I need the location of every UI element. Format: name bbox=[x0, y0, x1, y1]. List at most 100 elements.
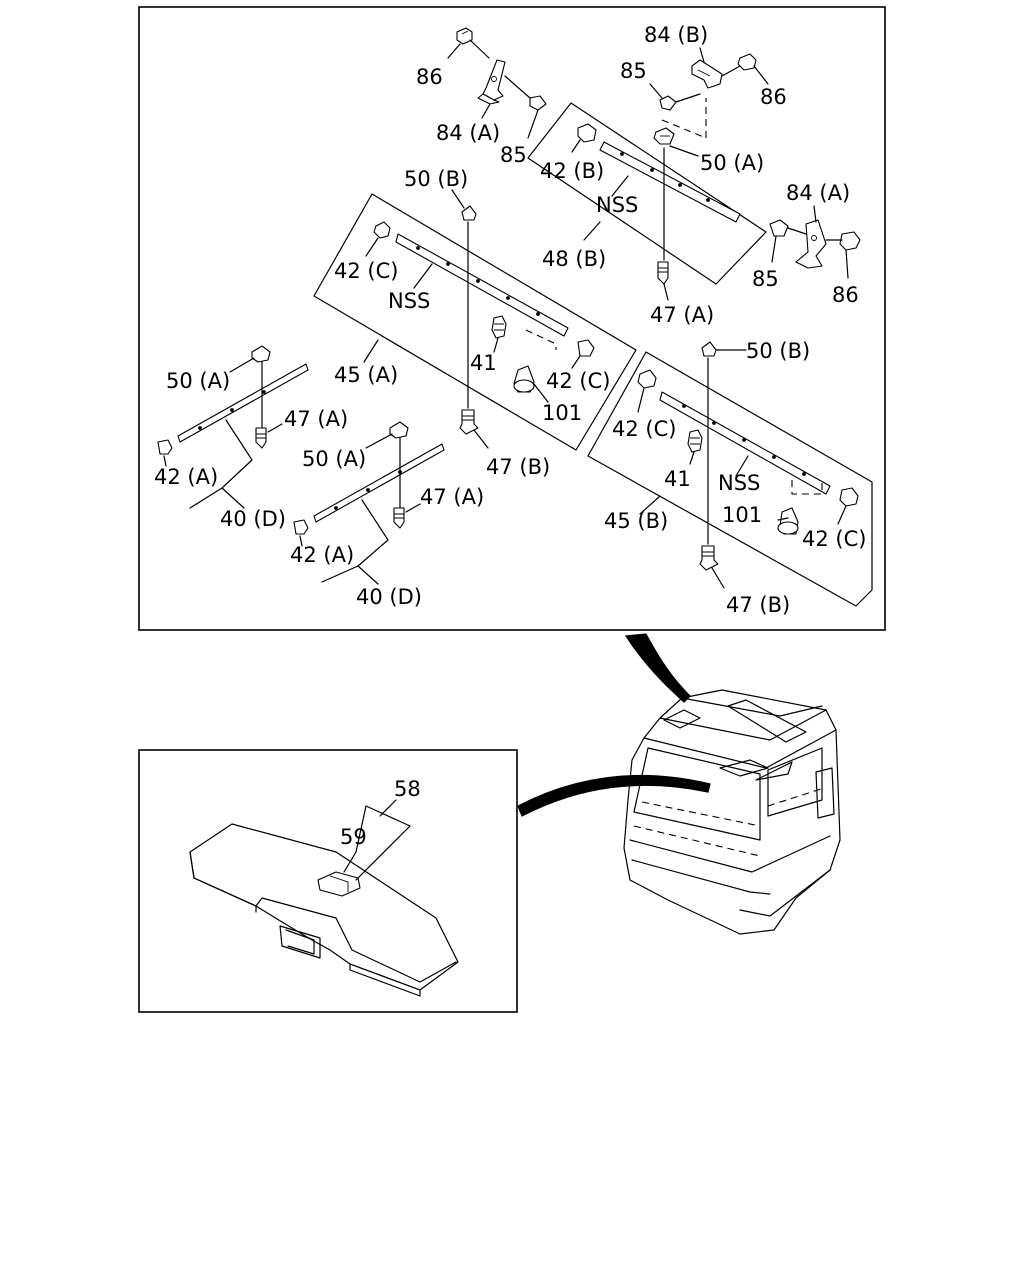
leader-86-a-text bbox=[447, 43, 461, 59]
label-42c-right2: 42 (C) bbox=[802, 527, 866, 551]
screw-85-b bbox=[659, 93, 701, 111]
clip-42a-left1 bbox=[157, 439, 173, 455]
leader-47b-left bbox=[473, 429, 489, 449]
dashed-101-left bbox=[525, 329, 557, 350]
label-84b: 84 (B) bbox=[644, 23, 708, 47]
screw-101-left bbox=[513, 365, 535, 393]
leader-84a-top bbox=[481, 103, 491, 119]
label-42b: 42 (B) bbox=[540, 159, 604, 183]
leader-45a bbox=[363, 339, 379, 363]
label-42a-left2: 42 (A) bbox=[290, 543, 354, 567]
label-59: 59 bbox=[340, 825, 367, 849]
label-85-a: 85 bbox=[500, 143, 527, 167]
leader-59 bbox=[343, 851, 357, 873]
clip-42b bbox=[577, 123, 597, 143]
label-50b-left: 50 (B) bbox=[404, 167, 468, 191]
label-101-left: 101 bbox=[542, 401, 582, 425]
leader-nss-left bbox=[413, 263, 433, 289]
label-84a-right: 84 (A) bbox=[786, 181, 850, 205]
clip-86-a bbox=[456, 27, 473, 45]
label-48b: 48 (B) bbox=[542, 247, 606, 271]
label-86-c: 86 bbox=[832, 283, 859, 307]
leader-101-right bbox=[777, 517, 789, 521]
label-40d-left1: 40 (D) bbox=[220, 507, 286, 531]
label-86-b: 86 bbox=[760, 85, 787, 109]
assembly-box-45b bbox=[587, 351, 873, 607]
label-42a-left1: 42 (A) bbox=[154, 465, 218, 489]
label-47a-left2: 47 (A) bbox=[420, 485, 484, 509]
clip-41-right bbox=[687, 429, 703, 453]
label-50a-top: 50 (A) bbox=[700, 151, 764, 175]
leader-42a-left1 bbox=[163, 455, 167, 467]
arrow-cab-to-lower bbox=[517, 774, 711, 817]
leader-86-c bbox=[845, 249, 849, 279]
leader-47b-right bbox=[711, 567, 725, 589]
label-40d-left2: 40 (D) bbox=[356, 585, 422, 609]
bolt-47a-top bbox=[657, 261, 669, 285]
rail-48b bbox=[599, 141, 741, 223]
rail-40d-2 bbox=[313, 443, 445, 523]
leader-nss-top bbox=[611, 175, 629, 197]
label-45b: 45 (B) bbox=[604, 509, 668, 533]
bolt-47b-left bbox=[459, 409, 479, 435]
nut-50b-right bbox=[701, 341, 717, 357]
label-47a-top: 47 (A) bbox=[650, 303, 714, 327]
leader-85-b bbox=[649, 83, 663, 99]
dashed-84b-link bbox=[661, 98, 707, 139]
assembly-box-45a bbox=[313, 193, 637, 451]
leader-nss-right bbox=[735, 455, 749, 477]
label-41-right: 41 bbox=[664, 467, 691, 491]
leader-41-right bbox=[689, 451, 695, 465]
clip-86-b bbox=[737, 53, 757, 71]
label-50a-left2: 50 (A) bbox=[302, 447, 366, 471]
nut-50a-left1 bbox=[251, 345, 271, 363]
leader-41-left bbox=[493, 337, 499, 353]
nut-50b-left bbox=[461, 205, 477, 221]
bracket-84a-right bbox=[795, 219, 827, 269]
label-47b-left: 47 (B) bbox=[486, 455, 550, 479]
label-41-left: 41 bbox=[470, 351, 497, 375]
leader-50a-left2 bbox=[365, 433, 393, 449]
clip-42c-left bbox=[373, 221, 391, 239]
leader-84b bbox=[699, 47, 705, 63]
leader-47a-left2 bbox=[405, 503, 421, 513]
screw-85-a bbox=[504, 75, 547, 111]
leader-48b bbox=[583, 221, 601, 241]
leader-42c-right2 bbox=[837, 505, 847, 525]
leader-42b bbox=[571, 139, 581, 153]
label-47a-left1: 47 (A) bbox=[284, 407, 348, 431]
leader-50b-left bbox=[451, 189, 465, 209]
nut-50a-left2 bbox=[389, 421, 409, 439]
leader-84a-right bbox=[813, 205, 817, 223]
leader-58 bbox=[379, 799, 397, 817]
clip-42c-right1 bbox=[637, 369, 657, 389]
rail-45a bbox=[395, 233, 569, 337]
label-nss-right: NSS bbox=[718, 471, 760, 495]
label-50a-left1: 50 (A) bbox=[166, 369, 230, 393]
dashed-101-right bbox=[791, 480, 823, 495]
leader-42c-right1 bbox=[637, 387, 645, 413]
leader-47a-left1 bbox=[267, 423, 283, 433]
leader-86-b bbox=[753, 65, 769, 85]
label-42c-right1: 42 (C) bbox=[612, 417, 676, 441]
leader-50a-left1 bbox=[229, 357, 255, 373]
leader-85-c bbox=[771, 235, 777, 263]
label-84a-top: 84 (A) bbox=[436, 121, 500, 145]
label-42c-mid: 42 (C) bbox=[546, 369, 610, 393]
label-42c-left: 42 (C) bbox=[334, 259, 398, 283]
lower-diagram-frame bbox=[138, 749, 518, 1013]
label-nss-left: NSS bbox=[388, 289, 430, 313]
screw-85-c bbox=[769, 219, 807, 237]
label-101-right: 101 bbox=[722, 503, 762, 527]
leader-86-b-link bbox=[721, 65, 741, 77]
visor-panel-58 bbox=[189, 823, 459, 997]
leader-42c-mid bbox=[571, 355, 581, 369]
label-nss-top: NSS bbox=[596, 193, 638, 217]
leader-85-a bbox=[527, 109, 539, 139]
leader-47a-top bbox=[663, 283, 669, 301]
arrow-top-to-cab bbox=[624, 633, 691, 703]
leader-42c-left bbox=[365, 237, 379, 257]
bracket-40d-2 bbox=[321, 499, 389, 583]
leader-101-left bbox=[533, 383, 549, 403]
